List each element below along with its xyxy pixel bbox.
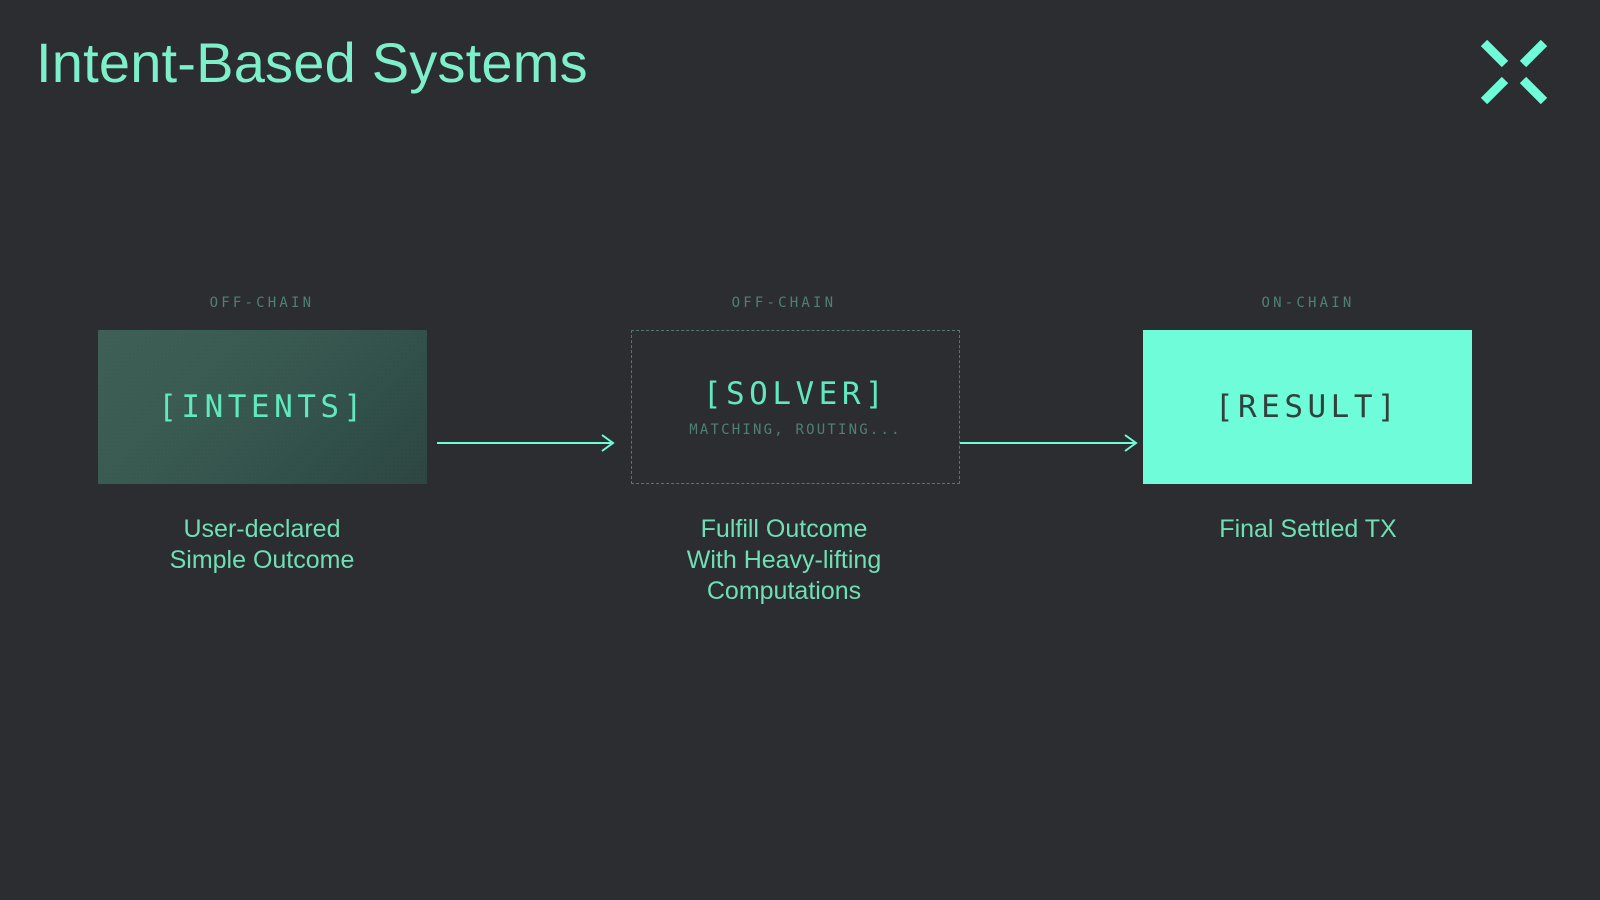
intents-box[interactable]: [INTENTS] — [98, 330, 427, 484]
solver-caption: Fulfill Outcome With Heavy-lifting Compu… — [617, 514, 951, 607]
caption-line: Fulfill Outcome — [700, 515, 868, 543]
intents-caption: User-declared Simple Outcome — [95, 514, 429, 576]
result-caption: Final Settled TX — [1141, 514, 1475, 545]
stage-label-solver: OFF-CHAIN — [731, 295, 837, 311]
stage-label-intents: OFF-CHAIN — [209, 295, 315, 311]
stage-label-result: ON-CHAIN — [1261, 295, 1355, 311]
page-title: Intent-Based Systems — [36, 31, 588, 94]
flow-stage-solver: OFF-CHAIN [SOLVER] MATCHING, ROUTING... … — [617, 290, 960, 607]
flow-stage-intents: OFF-CHAIN [INTENTS] User-declared Simple… — [95, 290, 429, 576]
caption-line: Final Settled TX — [1219, 515, 1397, 543]
solver-box[interactable]: [SOLVER] MATCHING, ROUTING... — [631, 330, 960, 484]
solver-subtext: MATCHING, ROUTING... — [689, 422, 902, 438]
result-box[interactable]: [RESULT] — [1143, 330, 1472, 484]
caption-line: With Heavy-lifting — [686, 546, 882, 574]
slide-header: Intent-Based Systems — [0, 0, 1600, 150]
arrow-intents-to-solver — [437, 433, 615, 453]
flow-stage-result: ON-CHAIN [RESULT] Final Settled TX — [1141, 290, 1475, 545]
result-token-label: [RESULT] — [1214, 389, 1401, 425]
caption-line: Computations — [706, 577, 862, 605]
arrow-solver-to-result — [960, 433, 1138, 453]
caption-line: Simple Outcome — [169, 546, 355, 574]
solver-token-label: [SOLVER] — [702, 376, 889, 412]
caption-line: User-declared — [183, 515, 341, 543]
intents-token-label: [INTENTS] — [158, 389, 367, 425]
x-mark-logo — [1480, 40, 1548, 104]
intent-flow-diagram: OFF-CHAIN [INTENTS] User-declared Simple… — [0, 290, 1600, 690]
